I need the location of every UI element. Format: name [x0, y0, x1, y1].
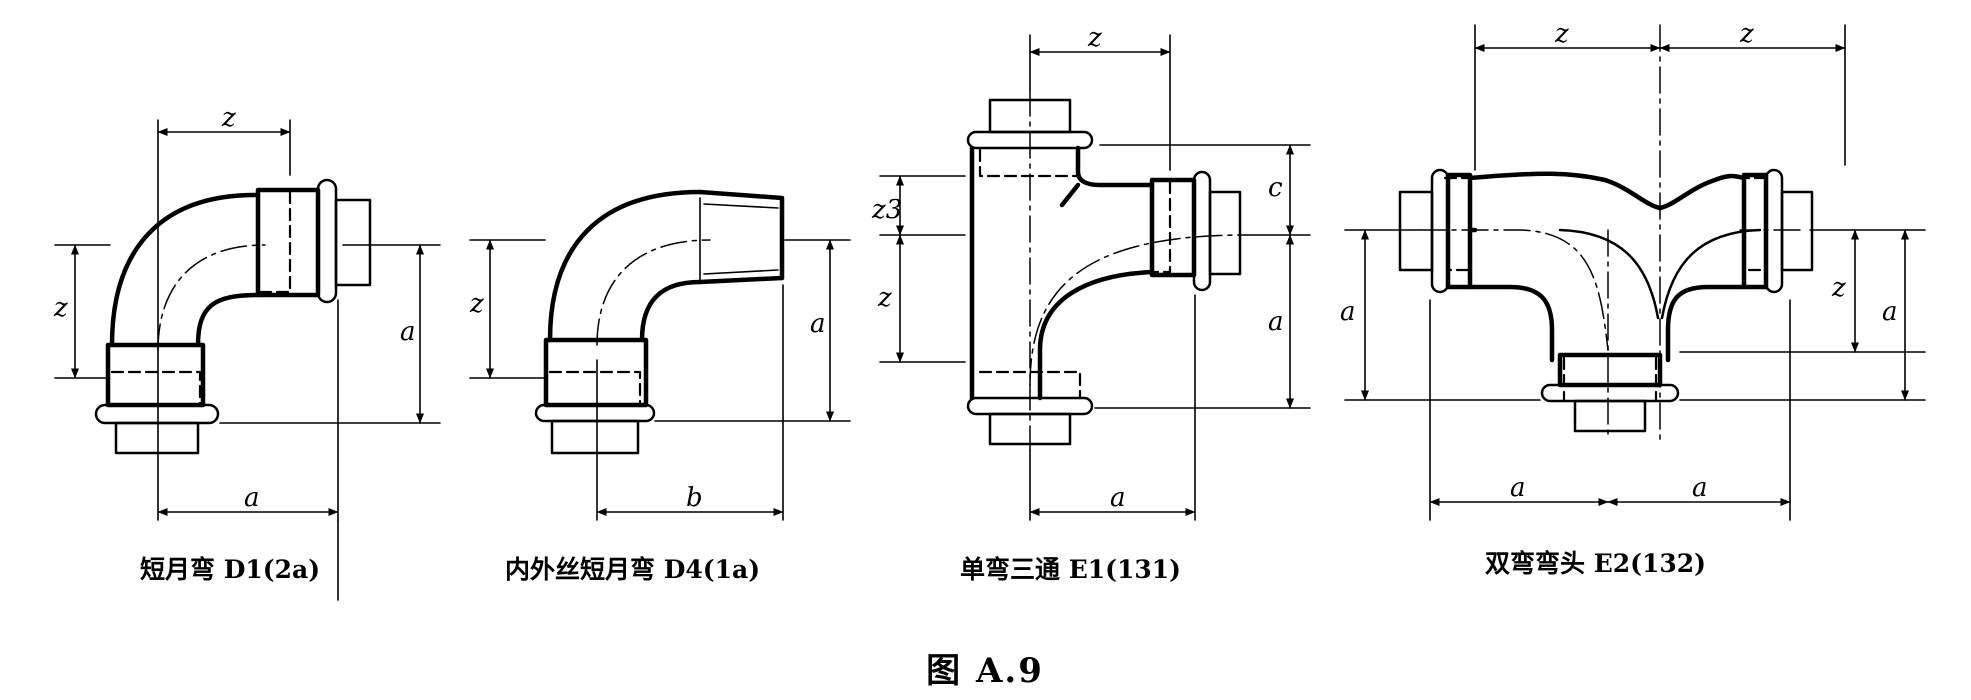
- fitting2-dim-right: a: [810, 309, 826, 339]
- fitting3-dim-right-upper: c: [1268, 173, 1283, 203]
- fitting4-dim-bottom-left: a: [1510, 473, 1526, 503]
- fitting1-dimensions: z z a a: [53, 103, 441, 601]
- fitting3-dim-bottom: a: [1110, 483, 1126, 513]
- fitting1-caption: 短月弯 D1(2a): [140, 555, 320, 584]
- fitting3-body: [966, 89, 1246, 451]
- fitting2-dim-left: z: [469, 289, 484, 319]
- figure-title: 图 A.9: [926, 651, 1044, 691]
- fitting4-dim-right-outer: a: [1882, 297, 1898, 327]
- fitting1-body: [94, 178, 372, 455]
- fitting4-caption: 双弯弯头 E2(132): [1485, 549, 1706, 578]
- fitting-double-bend-e2: z z a z a a a 双弯弯头 E2(132): [1340, 19, 1926, 578]
- fitting4-dimensions: z z a z a a a: [1340, 19, 1926, 521]
- fitting-short-bend-d1: z z a a 短月弯 D1(2a): [53, 103, 441, 601]
- fitting2-dim-bottom: b: [686, 483, 703, 513]
- fitting-single-bend-tee-e1: z z3 z c a a 单弯三通 E1(131): [871, 23, 1311, 584]
- fitting4-body: [1398, 24, 1814, 441]
- fitting2-body: [534, 189, 785, 455]
- fitting1-dim-top: z: [221, 103, 236, 133]
- fitting1-dim-right: a: [400, 317, 416, 347]
- fitting3-caption: 单弯三通 E1(131): [960, 555, 1181, 584]
- fitting4-dim-left: a: [1340, 297, 1356, 327]
- fitting3-dim-top: z: [1087, 23, 1102, 53]
- fitting3-dim-left-upper: z3: [871, 195, 902, 225]
- fitting3-dim-right-lower: a: [1268, 307, 1284, 337]
- fitting3-dim-left-lower: z: [877, 283, 892, 313]
- fitting2-caption: 内外丝短月弯 D4(1a): [505, 555, 760, 584]
- fitting1-dim-left: z: [53, 293, 68, 323]
- fitting4-dim-right-inner: z: [1831, 273, 1846, 303]
- fitting1-dim-bottom: a: [244, 483, 260, 513]
- fitting3-dimensions: z z3 z c a a: [871, 23, 1311, 521]
- fitting4-dim-bottom-right: a: [1692, 473, 1708, 503]
- fitting4-dim-top-left: z: [1554, 19, 1569, 49]
- fitting-female-male-bend-d4: z a b 内外丝短月弯 D4(1a): [469, 189, 851, 584]
- fitting4-dim-top-right: z: [1739, 19, 1754, 49]
- fitting2-dimensions: z a b: [469, 239, 851, 521]
